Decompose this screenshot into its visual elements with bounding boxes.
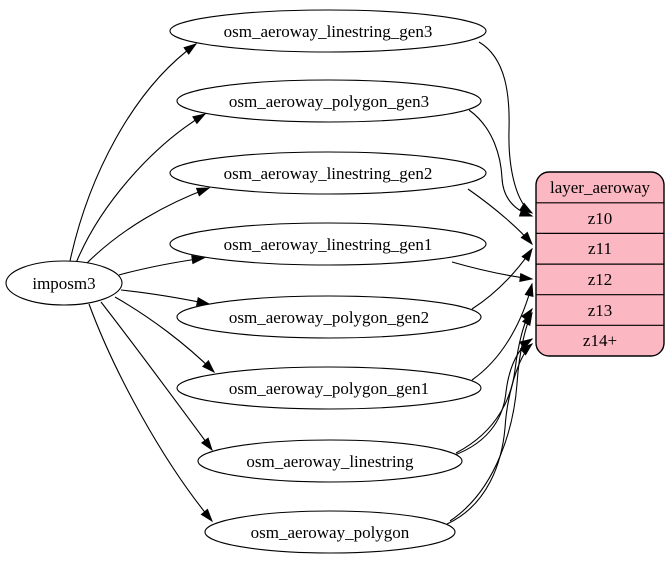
zoom-row-z11: z11 [588, 239, 612, 258]
table-node-label: osm_aeroway_polygon_gen1 [229, 379, 429, 398]
edge-imposm3-to-osm-aeroway-linestring-gen1 [118, 255, 206, 276]
table-node-label: osm_aeroway_linestring_gen3 [224, 22, 433, 41]
node-osm-aeroway-polygon: osm_aeroway_polygon [204, 510, 456, 554]
edge-osm-aeroway-linestring-gen3-to-z10 [478, 41, 534, 214]
edge-layer [69, 41, 534, 525]
table-node-label: osm_aeroway_polygon [251, 523, 410, 542]
edge-osm-aeroway-polygon-gen3-to-z10 [468, 109, 534, 217]
node-layer-aeroway: layer_aeroway z10 z11 z12 z13 z14+ [535, 171, 665, 357]
node-osm-aeroway-linestring-gen2: osm_aeroway_linestring_gen2 [169, 151, 487, 195]
edge-imposm3-to-osm-aeroway-polygon [88, 303, 213, 523]
table-node-label: osm_aeroway_polygon_gen3 [229, 92, 429, 111]
table-node-ellipse [197, 439, 463, 483]
node-osm-aeroway-polygon-gen2: osm_aeroway_polygon_gen2 [176, 295, 482, 339]
edge-imposm3-to-osm-aeroway-linestring-gen2 [85, 187, 211, 265]
table-node-ellipse [169, 222, 487, 266]
edge-imposm3-to-osm-aeroway-polygon-gen3 [75, 113, 207, 264]
table-node-label: osm_aeroway_linestring [246, 452, 414, 471]
node-imposm3-label: imposm3 [32, 274, 95, 293]
zoom-row-z10: z10 [588, 209, 613, 228]
node-osm-aeroway-linestring-gen1: osm_aeroway_linestring_gen1 [169, 222, 487, 266]
table-node-ellipse [169, 151, 487, 195]
node-osm-aeroway-linestring-gen3: osm_aeroway_linestring_gen3 [169, 9, 487, 53]
node-imposm3-ellipse [5, 260, 123, 306]
edge-osm-aeroway-polygon-to-z13 [449, 311, 533, 522]
edge-osm-aeroway-polygon-gen1-to-z12 [471, 282, 534, 381]
zoom-row-z12: z12 [588, 270, 613, 289]
table-node-label: osm_aeroway_linestring_gen2 [224, 164, 433, 183]
layer-title: layer_aeroway [550, 178, 651, 197]
edge-osm-aeroway-polygon-to-z14plus [446, 343, 534, 525]
table-node-ellipse [176, 295, 482, 339]
edge-osm-aeroway-linestring-gen2-to-z11 [467, 188, 533, 246]
zoom-row-z14plus: z14+ [583, 331, 617, 350]
table-node-label: osm_aeroway_polygon_gen2 [229, 308, 429, 327]
edge-imposm3-to-osm-aeroway-polygon-gen1 [114, 296, 216, 374]
table-node-ellipse [169, 9, 487, 53]
node-osm-aeroway-linestring: osm_aeroway_linestring [197, 439, 463, 483]
node-osm-aeroway-polygon-gen1: osm_aeroway_polygon_gen1 [176, 366, 482, 410]
edge-imposm3-to-osm-aeroway-linestring [100, 301, 213, 452]
table-node-ellipse [176, 79, 482, 123]
edge-osm-aeroway-polygon-gen2-to-z11 [471, 247, 533, 310]
edge-osm-aeroway-linestring-gen1-to-z12 [451, 261, 534, 283]
zoom-row-z13: z13 [588, 301, 613, 320]
edge-imposm3-to-osm-aeroway-polygon-gen2 [120, 289, 211, 307]
table-node-label: osm_aeroway_linestring_gen1 [224, 235, 433, 254]
node-osm-aeroway-polygon-gen3: osm_aeroway_polygon_gen3 [176, 79, 482, 123]
table-node-ellipse [176, 366, 482, 410]
edge-imposm3-to-osm-aeroway-linestring-gen3 [69, 43, 198, 262]
node-imposm3: imposm3 [5, 260, 123, 306]
table-node-ellipse [204, 510, 456, 554]
